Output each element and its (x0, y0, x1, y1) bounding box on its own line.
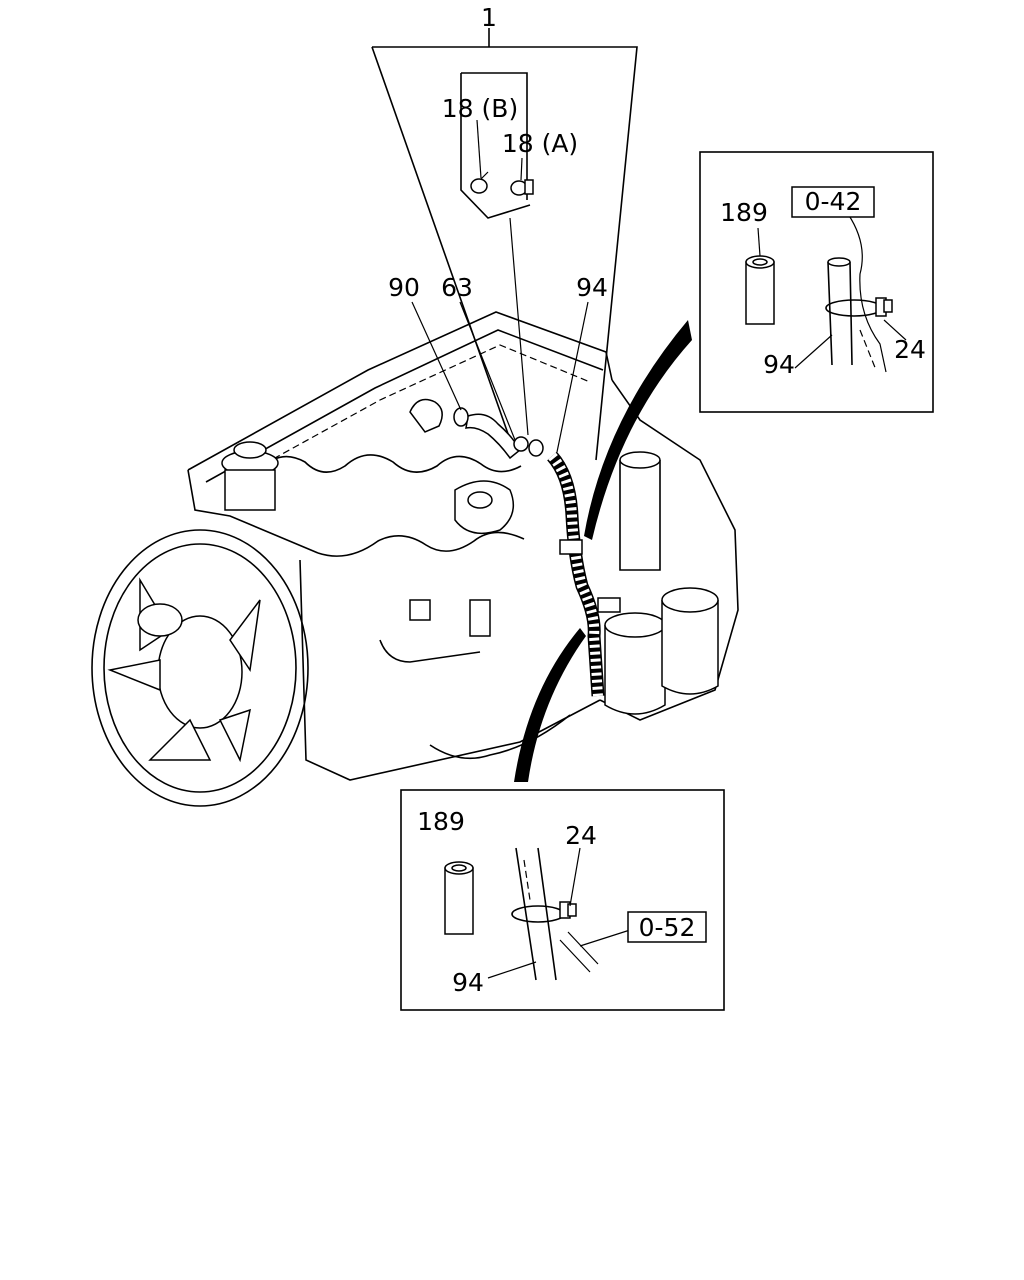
label-detail-top-ref: 0-42 (805, 187, 862, 216)
leader-94 (556, 301, 589, 453)
label-part-94: 94 (576, 273, 608, 302)
harness-94 (546, 451, 621, 697)
leader-18b (476, 119, 482, 179)
assembly-1-callout (371, 28, 638, 461)
engine-block (187, 311, 739, 781)
label-detail-bottom-94: 94 (452, 968, 484, 997)
label-detail-top-189: 189 (720, 198, 768, 227)
label-detail-top-24: 24 (894, 335, 926, 364)
label-detail-bottom-189: 189 (417, 807, 465, 836)
label-detail-bottom-24: 24 (565, 821, 597, 850)
leader-90 (411, 301, 462, 411)
label-detail-bottom-ref: 0-52 (639, 913, 696, 942)
pointer-to-detail-top (584, 320, 692, 540)
hose-63 (465, 413, 521, 460)
clip-18b (470, 171, 489, 194)
leader-18a (520, 157, 523, 181)
label-part-63: 63 (441, 273, 473, 302)
label-clip-18a: 18 (A) (502, 129, 578, 158)
cooling-fan (91, 529, 309, 807)
clip-90 (453, 407, 469, 427)
detail-box-bottom (400, 789, 725, 1011)
clip-18a (510, 179, 534, 196)
label-detail-top-94: 94 (763, 350, 795, 379)
leader-63 (459, 301, 516, 441)
label-clip-18b: 18 (B) (442, 94, 518, 123)
pointer-to-detail-bottom (514, 628, 586, 782)
label-part-90: 90 (388, 273, 420, 302)
label-assembly-1: 1 (481, 3, 497, 32)
detail-box-top (699, 151, 934, 413)
